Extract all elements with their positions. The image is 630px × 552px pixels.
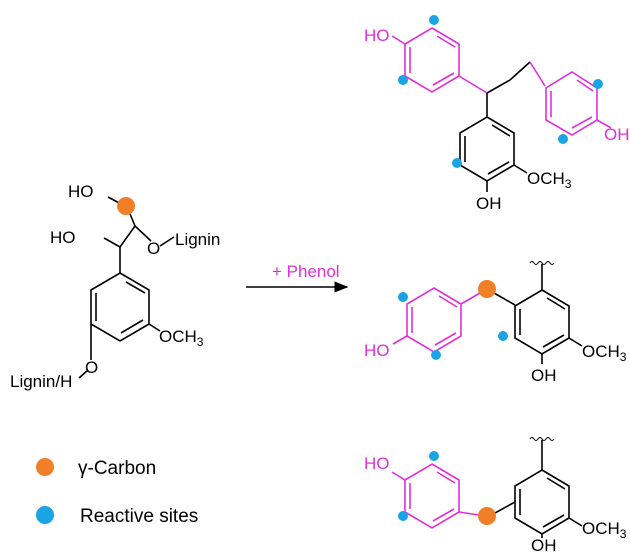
legend-reactive-sites-swatch xyxy=(36,506,54,524)
ring-to-methoxy-bond xyxy=(148,323,161,332)
p3-gamma-link xyxy=(494,501,516,514)
p2-ring-double-bond xyxy=(542,334,565,348)
p1-ring-double-bond xyxy=(491,124,511,137)
p3-methoxy-bond xyxy=(568,517,583,527)
p1-reactive-site-marker xyxy=(398,75,408,85)
lignin-ether-o: O xyxy=(147,239,160,258)
p2-gamma-carbon-marker xyxy=(478,280,496,298)
product-2: HO OCH3 OH xyxy=(364,261,627,385)
p1-reactive-site-marker xyxy=(429,15,439,25)
phenol-label: + Phenol xyxy=(272,262,340,281)
p2-oh-bottom-label: OH xyxy=(531,366,557,385)
p1-ring-double-bond xyxy=(436,35,456,48)
lignin-ring-double-bond xyxy=(125,281,146,294)
p2-ho-label: HO xyxy=(364,341,390,360)
p1-ho-bond xyxy=(391,35,406,45)
p1-methoxy-bond xyxy=(513,164,528,174)
beta-to-ether-bond xyxy=(134,225,152,242)
legend-gamma-carbon-label: γ-Carbon xyxy=(78,458,156,479)
p1-reactive-site-marker xyxy=(593,79,603,89)
p3-reactive-site-marker xyxy=(429,451,439,461)
p1-ring-double-bond xyxy=(571,116,593,129)
p3-phenol-ring xyxy=(404,463,460,529)
p3-ho-bond xyxy=(391,471,406,481)
p2-guaiacyl-ring xyxy=(514,289,570,355)
p2-reactive-site-marker xyxy=(398,292,408,302)
p1-oh-bond xyxy=(596,119,612,129)
p2-phenol-link xyxy=(460,292,481,305)
p3-ho-label: HO xyxy=(364,454,390,473)
p2-ring-double-bond xyxy=(438,295,458,308)
p1-reactive-site-marker xyxy=(558,134,568,144)
p1-chain-bond xyxy=(486,79,511,94)
p2-ho-bond xyxy=(392,335,408,345)
p1-guaiacyl-ring xyxy=(459,116,515,182)
p2-ring-double-bond xyxy=(434,332,457,346)
p2-gamma-link xyxy=(493,292,516,306)
lignin-benzene-ring xyxy=(90,272,150,342)
p3-ring-double-bond xyxy=(432,508,455,522)
reaction-arrow: + Phenol xyxy=(246,262,349,293)
lignin-unit: HO HO O Lignin OCH3 O Lignin/H xyxy=(10,182,220,391)
p1-oh-bottom-label: OH xyxy=(476,194,502,213)
p2-reactive-site-marker xyxy=(431,350,441,360)
product-1: HO OH OCH3 OH xyxy=(364,15,630,213)
p1-right-ring-link xyxy=(529,61,546,87)
p2-methoxy-bond xyxy=(568,337,583,347)
lignin-methoxy: OCH3 xyxy=(159,327,204,349)
alpha-to-beta-bond xyxy=(119,225,136,248)
p3-phenol-link xyxy=(458,511,480,516)
alpha-to-oh-bond xyxy=(103,237,121,248)
p1-chain-bond xyxy=(509,61,531,81)
lignin-para-o: O xyxy=(85,358,98,377)
p3-methoxy-label: OCH3 xyxy=(582,519,627,541)
p3-reactive-site-marker xyxy=(398,511,408,521)
p3-ring-double-bond xyxy=(542,514,565,528)
lignin-right-label: Lignin xyxy=(175,230,220,249)
p1-methoxy-label: OCH3 xyxy=(527,169,572,191)
legend-gamma-carbon-swatch xyxy=(36,458,54,476)
lignin-ring-double-bond xyxy=(120,319,144,334)
lignin-ho-top: HO xyxy=(68,182,94,201)
p1-right-phenol-ring xyxy=(545,71,598,136)
p3-gamma-carbon-marker xyxy=(478,507,496,525)
o-to-lignin-bond xyxy=(78,369,89,379)
gamma-carbon-marker xyxy=(117,197,135,215)
p2-reactive-site-marker xyxy=(498,331,508,341)
lignin-h-label: Lignin/H xyxy=(10,372,72,391)
p1-reactive-site-marker xyxy=(452,158,462,168)
product-3: HO OCH3 OH xyxy=(364,437,627,552)
p3-oh-bottom-label: OH xyxy=(531,536,557,552)
ether-to-lignin-bond xyxy=(159,236,175,247)
p1-left-ring-link xyxy=(458,75,488,94)
p3-ring-double-bond xyxy=(546,477,566,490)
p2-polymer-wavy-bond xyxy=(529,261,555,265)
p3-guaiacyl-ring xyxy=(514,469,570,535)
p3-ring-double-bond xyxy=(436,471,456,484)
p1-left-phenol-ring xyxy=(404,27,460,93)
lignin-ho-alpha: HO xyxy=(50,228,76,247)
p2-ring-double-bond xyxy=(546,297,566,310)
p1-ho-label: HO xyxy=(364,26,390,45)
p1-ring-double-bond xyxy=(432,72,455,86)
legend-reactive-sites-label: Reactive sites xyxy=(80,506,198,527)
p2-phenol-ring xyxy=(406,287,462,353)
legend: γ-Carbon Reactive sites xyxy=(36,458,198,527)
p2-methoxy-label: OCH3 xyxy=(582,342,627,364)
p1-oh-right-label: OH xyxy=(604,125,630,144)
p1-ring-double-bond xyxy=(487,161,510,175)
p3-polymer-wavy-bond xyxy=(529,437,555,441)
p1-ring-double-bond xyxy=(576,79,594,92)
